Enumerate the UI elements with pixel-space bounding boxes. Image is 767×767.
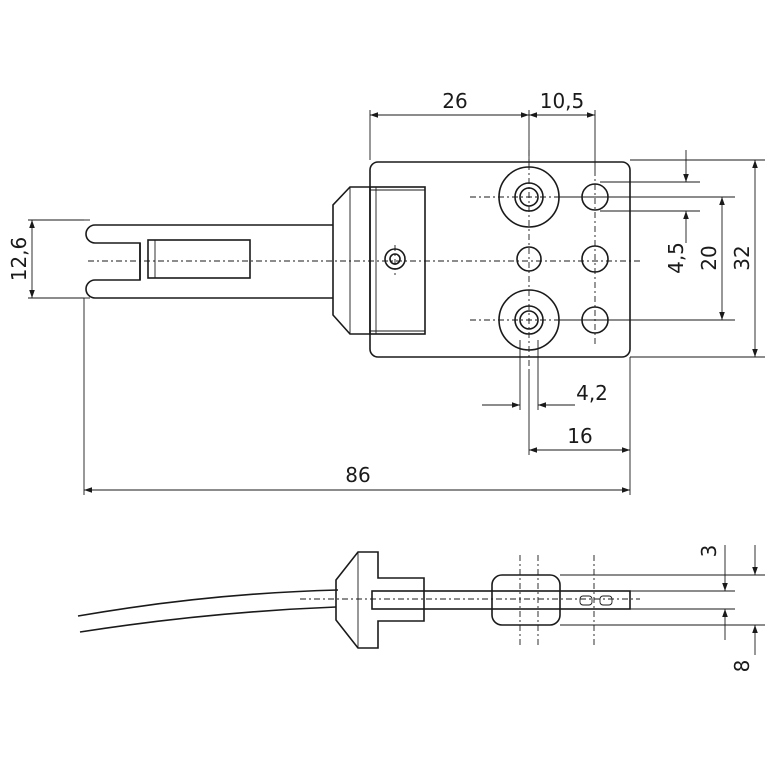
connector-block (369, 186, 426, 335)
side-view (77, 551, 640, 649)
dim-32: 32 (730, 245, 754, 270)
dim-8: 8 (730, 660, 754, 673)
top-dimensions: 26 10,5 4,5 20 32 12,6 4,2 16 86 (7, 89, 765, 495)
actuator-rod (85, 224, 333, 299)
dim-86: 86 (345, 463, 370, 487)
dim-26: 26 (442, 89, 467, 113)
side-boss (491, 574, 561, 626)
dim-20: 20 (697, 245, 721, 270)
side-flange (335, 551, 425, 649)
dim-12-6: 12,6 (7, 237, 31, 282)
dim-3: 3 (697, 545, 721, 558)
dim-10-5: 10,5 (540, 89, 585, 113)
side-dimensions: 3 8 (560, 545, 765, 673)
dim-4-2: 4,2 (576, 381, 608, 405)
side-plate (371, 590, 631, 610)
rod-slot (147, 239, 251, 279)
dim-4-5: 4,5 (664, 242, 688, 274)
flange (332, 186, 370, 335)
cable (77, 589, 339, 617)
top-view (85, 150, 640, 370)
dim-16: 16 (567, 424, 592, 448)
